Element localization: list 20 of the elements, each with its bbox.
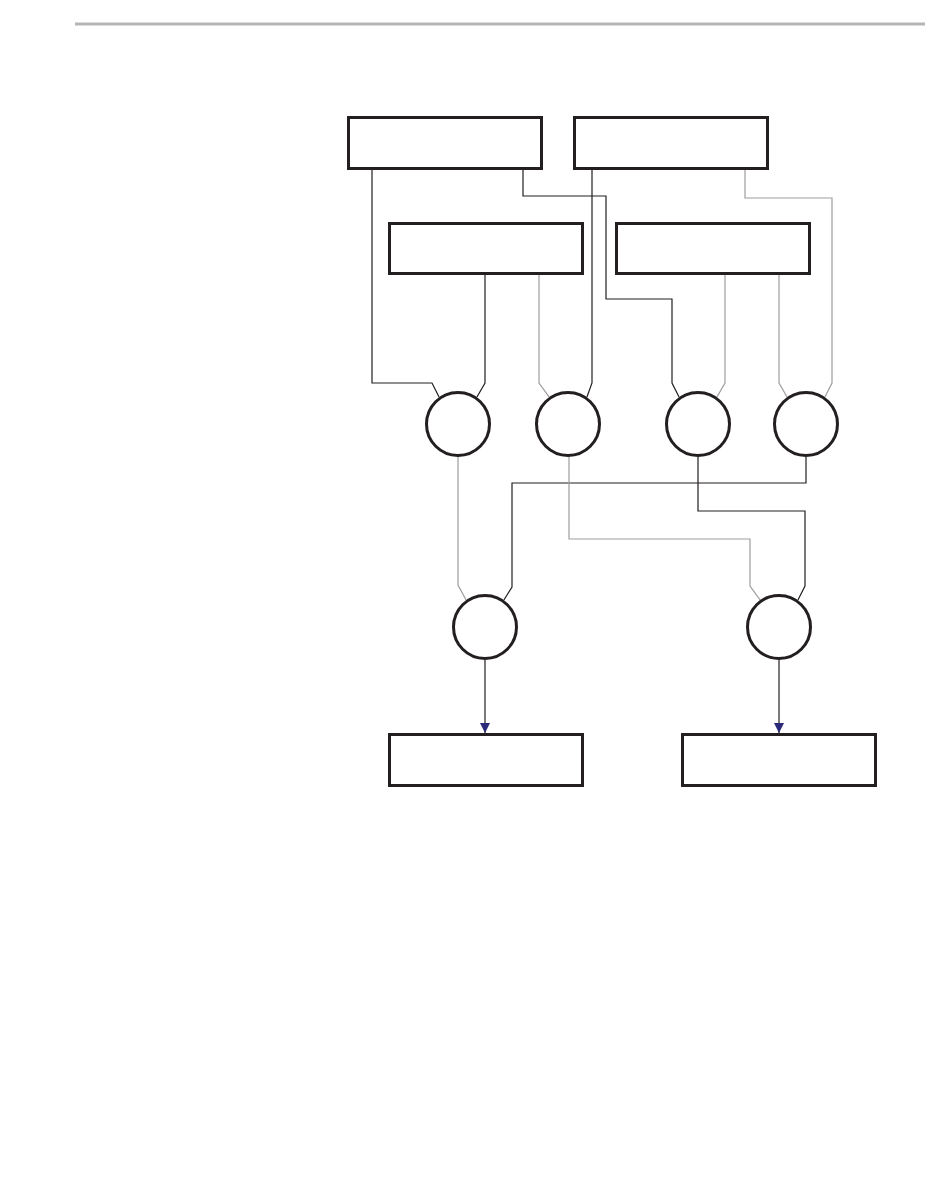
arrow: [774, 659, 784, 734]
connector-line: [371, 169, 440, 398]
connector-line: [476, 274, 486, 398]
connector-line: [522, 169, 680, 398]
connector-line: [568, 456, 761, 601]
block-box: [681, 733, 877, 787]
block-box: [388, 733, 584, 787]
arrow: [480, 659, 490, 734]
block-box: [388, 222, 584, 275]
block-box: [573, 116, 769, 170]
connector-line: [538, 274, 550, 398]
connector-line: [697, 456, 806, 601]
connector-line: [503, 456, 807, 601]
connector-line: [744, 169, 833, 398]
block-box: [615, 222, 811, 275]
connector-line: [716, 274, 726, 398]
connector-line: [457, 456, 467, 601]
connector-line: [778, 274, 788, 398]
connector-line: [586, 169, 593, 398]
block-box: [347, 116, 543, 170]
